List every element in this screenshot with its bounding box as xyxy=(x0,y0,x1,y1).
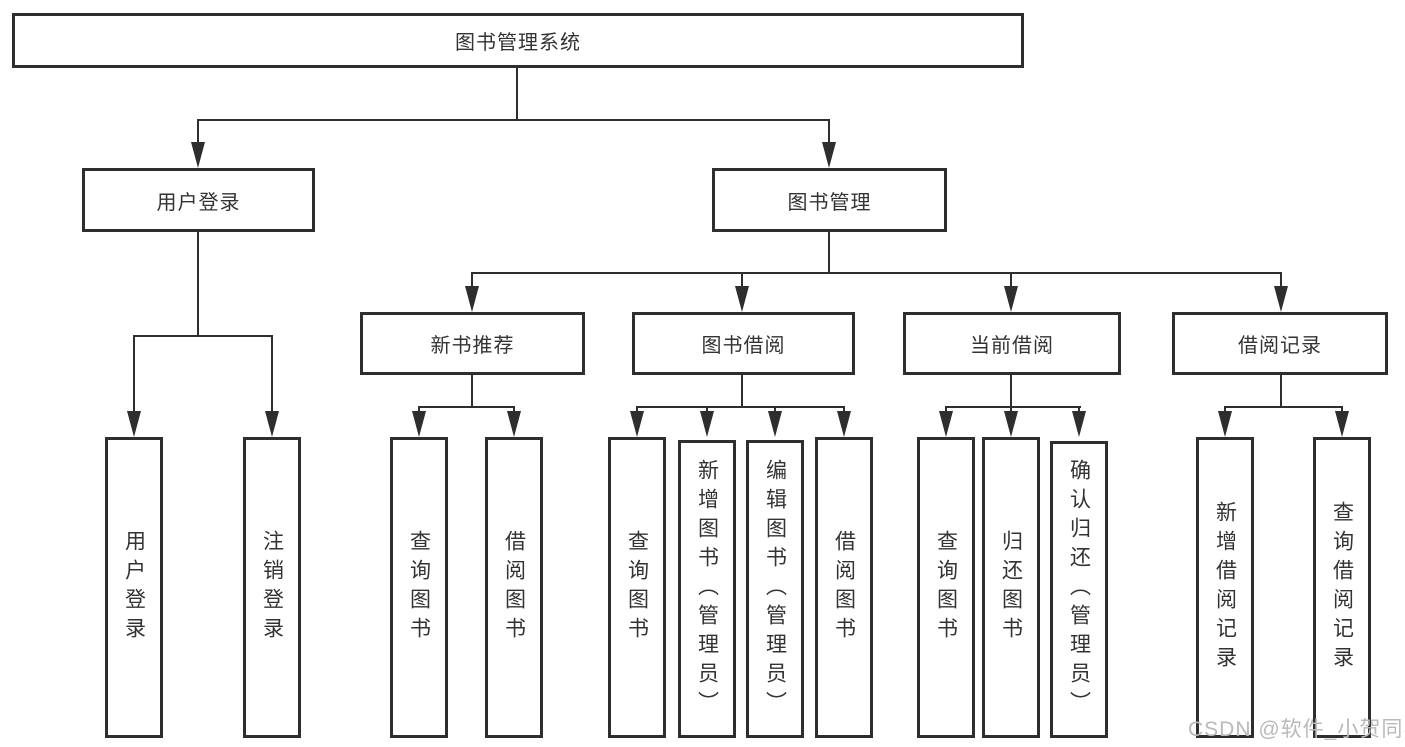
arrow-down-icon xyxy=(1218,411,1232,437)
node-label: 用户登录 xyxy=(156,191,241,214)
leaf-query-borrow-record: 查询借阅记录 xyxy=(1313,437,1371,738)
node-label: 当前借阅 xyxy=(970,335,1054,357)
leaf-logout: 注销登录 xyxy=(243,437,301,738)
leaf-user-login: 用户登录 xyxy=(105,437,163,738)
connector-line xyxy=(418,406,515,408)
arrow-down-icon xyxy=(127,411,141,437)
leaf-label: 查询图书 xyxy=(625,529,649,646)
arrow-down-icon xyxy=(837,411,851,437)
arrow-down-icon xyxy=(465,286,479,312)
arrow-down-icon xyxy=(1072,411,1086,437)
connector-line xyxy=(471,272,473,294)
node-label: 新书推荐 xyxy=(430,335,515,357)
connector-line xyxy=(271,335,273,415)
connector-line xyxy=(516,68,518,120)
leaf-add-books-admin: 新增图书（管理员） xyxy=(678,440,736,738)
arrow-down-icon xyxy=(1274,286,1288,312)
connector-line xyxy=(741,375,743,408)
node-library-management-system: 图书管理系统 xyxy=(12,13,1024,68)
arrow-down-icon xyxy=(1004,286,1018,312)
connector-line xyxy=(471,375,473,408)
node-new-book-recommend: 新书推荐 xyxy=(360,312,585,375)
connector-line xyxy=(1280,375,1282,408)
leaf-edit-books-admin: 编辑图书（管理员） xyxy=(746,440,804,738)
leaf-query-books-recommend: 查询图书 xyxy=(390,437,448,738)
connector-line xyxy=(471,272,1282,274)
node-label: 图书管理系统 xyxy=(455,32,581,54)
connector-line xyxy=(133,335,135,415)
leaf-label: 归还图书 xyxy=(999,529,1023,646)
leaf-label: 注销登录 xyxy=(260,529,284,646)
leaf-query-books-current: 查询图书 xyxy=(917,437,975,738)
leaf-add-borrow-record: 新增借阅记录 xyxy=(1196,437,1254,738)
leaf-label: 确认归还（管理员） xyxy=(1067,459,1091,720)
connector-line xyxy=(1010,272,1012,294)
leaf-label: 查询图书 xyxy=(407,529,431,646)
leaf-label: 查询图书 xyxy=(934,529,958,646)
arrow-down-icon xyxy=(191,142,205,168)
leaf-confirm-return-admin: 确认归还（管理员） xyxy=(1050,441,1108,738)
leaf-label: 新增图书（管理员） xyxy=(695,458,719,720)
arrow-down-icon xyxy=(735,286,749,312)
arrow-down-icon xyxy=(1335,411,1349,437)
arrow-down-icon xyxy=(507,411,521,437)
leaf-borrow-books-recommend: 借阅图书 xyxy=(485,437,543,738)
connector-line xyxy=(197,119,199,149)
leaf-query-books-borrow: 查询图书 xyxy=(608,437,666,738)
leaf-label: 新增借阅记录 xyxy=(1213,500,1237,675)
watermark: CSDN @软件_小贺同学 xyxy=(1188,718,1405,741)
leaf-label: 用户登录 xyxy=(122,529,146,646)
leaf-label: 借阅图书 xyxy=(502,529,526,646)
arrow-down-icon xyxy=(412,411,426,437)
node-current-borrow: 当前借阅 xyxy=(903,312,1121,375)
connector-line xyxy=(1010,375,1012,408)
connector-line xyxy=(197,232,199,336)
arrow-down-icon xyxy=(1004,411,1018,437)
leaf-label: 编辑图书（管理员） xyxy=(763,458,787,720)
connector-line xyxy=(133,335,273,337)
connector-line xyxy=(197,119,830,121)
node-book-borrow: 图书借阅 xyxy=(632,312,855,375)
node-user-login: 用户登录 xyxy=(82,168,315,232)
arrow-down-icon xyxy=(939,411,953,437)
connector-line xyxy=(945,406,1081,408)
connector-line xyxy=(1224,406,1343,408)
node-borrow-records: 借阅记录 xyxy=(1172,312,1388,375)
connector-line xyxy=(828,119,830,149)
node-label: 图书借阅 xyxy=(701,335,786,357)
arrow-down-icon xyxy=(768,411,782,437)
connector-line xyxy=(741,272,743,294)
arrow-down-icon xyxy=(630,411,644,437)
node-label: 图书管理 xyxy=(787,191,872,214)
leaf-label: 查询借阅记录 xyxy=(1330,500,1354,675)
connector-line xyxy=(828,232,830,273)
arrow-down-icon xyxy=(700,411,714,437)
connector-line xyxy=(636,406,845,408)
node-book-management: 图书管理 xyxy=(712,168,947,232)
leaf-label: 借阅图书 xyxy=(832,529,856,646)
leaf-return-books: 归还图书 xyxy=(982,437,1040,738)
arrow-down-icon xyxy=(822,142,836,168)
leaf-borrow-books: 借阅图书 xyxy=(815,437,873,738)
connector-line xyxy=(1280,272,1282,294)
arrow-down-icon xyxy=(265,411,279,437)
node-label: 借阅记录 xyxy=(1238,335,1322,357)
